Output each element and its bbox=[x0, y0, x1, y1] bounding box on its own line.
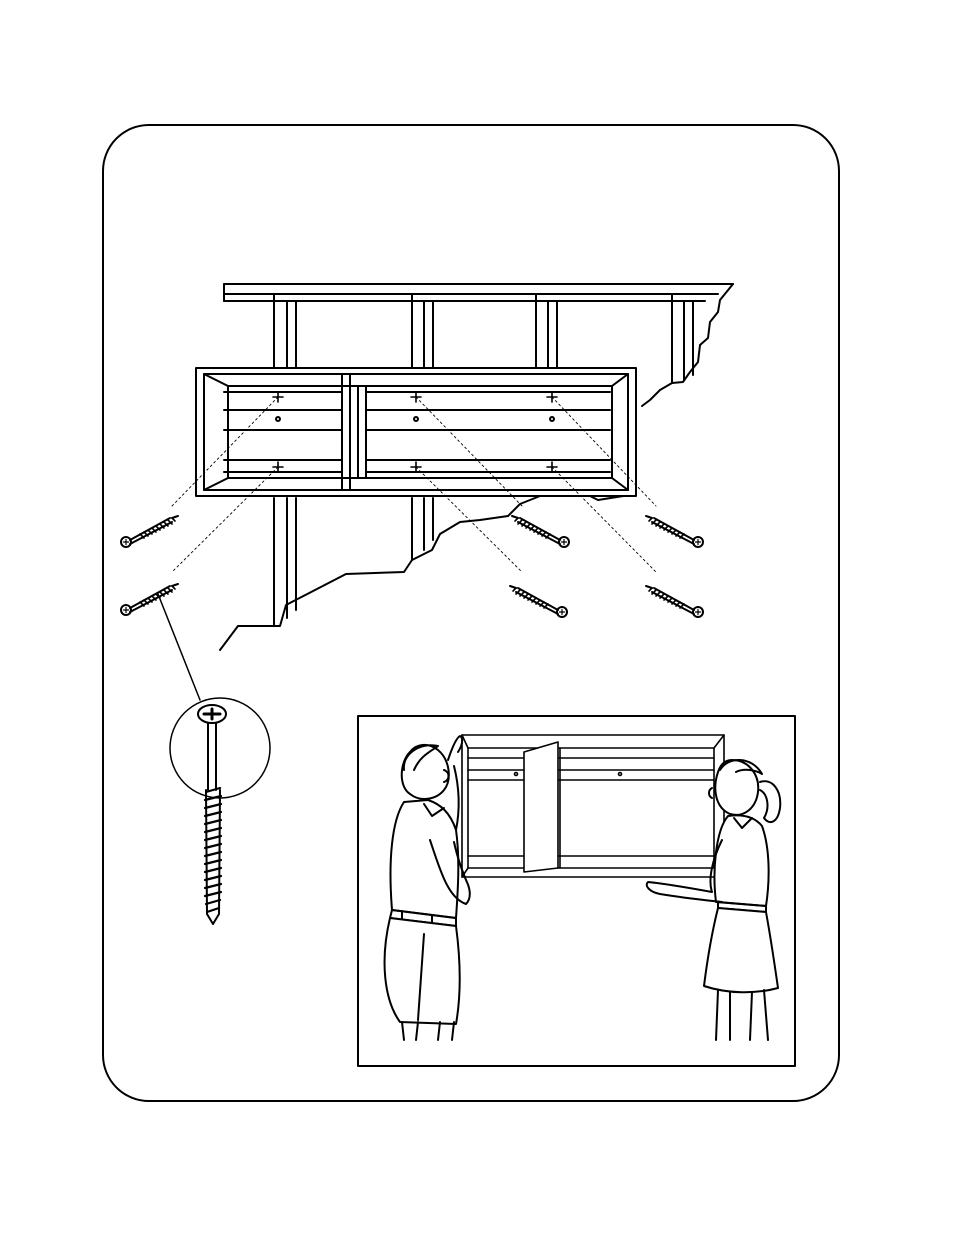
screw-icon bbox=[646, 516, 703, 547]
magnified-screw-icon bbox=[170, 698, 270, 924]
screw-icon bbox=[512, 516, 569, 547]
screw-icon bbox=[121, 584, 178, 615]
screw-icon bbox=[646, 586, 703, 617]
detail-leader-line bbox=[158, 594, 200, 700]
wall-cabinet-icon bbox=[196, 368, 636, 496]
man-figure bbox=[385, 736, 470, 1040]
two-people-lifting-icon bbox=[358, 716, 795, 1066]
held-cabinet bbox=[462, 735, 724, 877]
screw-icon bbox=[121, 516, 178, 547]
screw-icon bbox=[510, 586, 567, 617]
